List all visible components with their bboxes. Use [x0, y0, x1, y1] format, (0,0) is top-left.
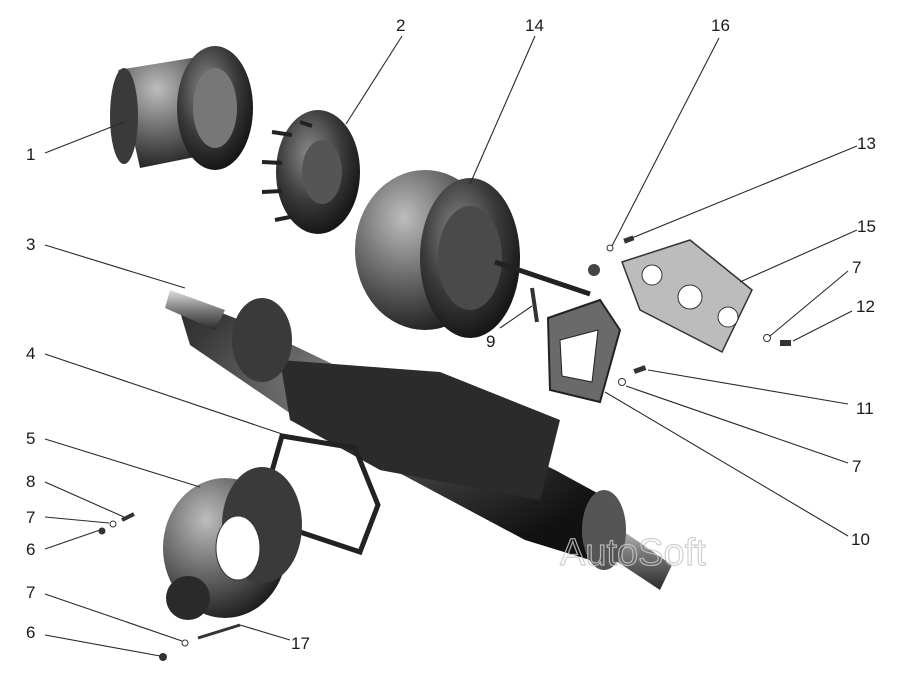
- small-hardware: [98, 235, 791, 661]
- part-2-wheel-hub: [261, 110, 360, 234]
- part-15-cover-plate: [621, 239, 753, 354]
- leader-lines: [44, 35, 858, 657]
- callout-4: 4: [26, 344, 35, 363]
- callout-7-c: 7: [26, 508, 35, 527]
- callout-11: 11: [856, 399, 874, 418]
- callout-7-d: 7: [26, 583, 35, 602]
- callout-6-b: 6: [26, 623, 35, 642]
- part-1-hub-housing: [110, 46, 253, 170]
- callout-14: 14: [525, 16, 544, 35]
- part-3-axle-housing: [165, 290, 672, 590]
- callout-labels: 1 2 14 16 13 15 3 7 12 9 4 11 7 5 8 7 6 …: [26, 16, 876, 653]
- callout-6-a: 6: [26, 540, 35, 559]
- callout-17: 17: [291, 634, 310, 653]
- callout-9: 9: [486, 332, 495, 351]
- callout-12: 12: [856, 297, 875, 316]
- callout-7-a: 7: [852, 258, 861, 277]
- callout-1: 1: [26, 145, 35, 164]
- part-14-brake-drum: [355, 170, 520, 338]
- callout-3: 3: [26, 235, 35, 254]
- callout-13: 13: [857, 134, 876, 153]
- part-5-differential-carrier: [163, 467, 302, 620]
- part-10-bracket: [494, 259, 622, 404]
- callout-8: 8: [26, 472, 35, 491]
- callout-2: 2: [396, 16, 405, 35]
- callout-15: 15: [857, 217, 876, 236]
- callout-10: 10: [851, 530, 870, 549]
- callout-7-b: 7: [852, 457, 861, 476]
- callout-5: 5: [26, 429, 35, 448]
- callout-16: 16: [711, 16, 730, 35]
- watermark: AutoSoft: [560, 532, 706, 574]
